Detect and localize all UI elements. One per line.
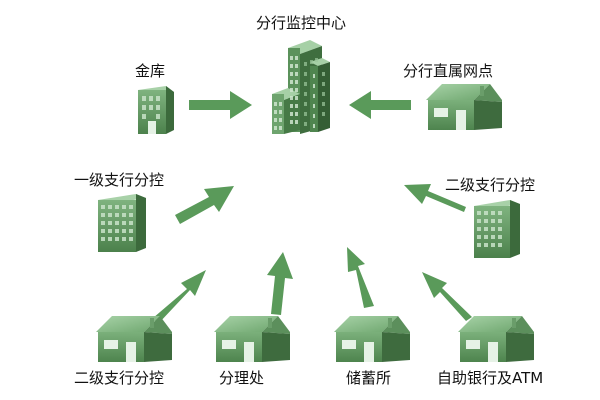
savings-office-label: 储蓄所 [346,369,392,387]
arrow-level2-right-to-center [404,184,466,212]
level2-branch-house-icon [96,316,172,362]
self-service-label: 自助银行及ATM [437,369,544,387]
self-service-house-icon [458,316,534,362]
branch-outlet-house-icon [426,84,502,130]
arrow-level1-to-center [175,186,234,224]
savings-office-house-icon [334,316,410,362]
level2-branch-building-icon [474,200,520,258]
center-label: 分行监控中心 [256,14,347,32]
arrow-selfservice-to-center [422,272,472,321]
vault-building-icon [138,86,174,134]
level1-branch-building-icon [98,194,146,252]
arrow-savings-to-center [347,247,374,308]
arrow-vault-to-center [189,91,252,119]
level1-branch-label: 一级支行分控 [74,171,165,189]
branch-outlet-label: 分行直属网点 [403,62,494,80]
tower-icon [272,40,330,134]
sub-office-label: 分理处 [219,369,265,387]
arrow-outlet-to-center [349,91,411,119]
level2-branch-right-label: 二级支行分控 [445,176,536,194]
sub-office-house-icon [214,316,290,362]
level2-branch-bottom-label: 二级支行分控 [74,369,165,387]
vault-label: 金库 [135,62,166,80]
arrow-suboffice-to-center [267,252,293,315]
arrow-house1-to-center [153,270,206,324]
